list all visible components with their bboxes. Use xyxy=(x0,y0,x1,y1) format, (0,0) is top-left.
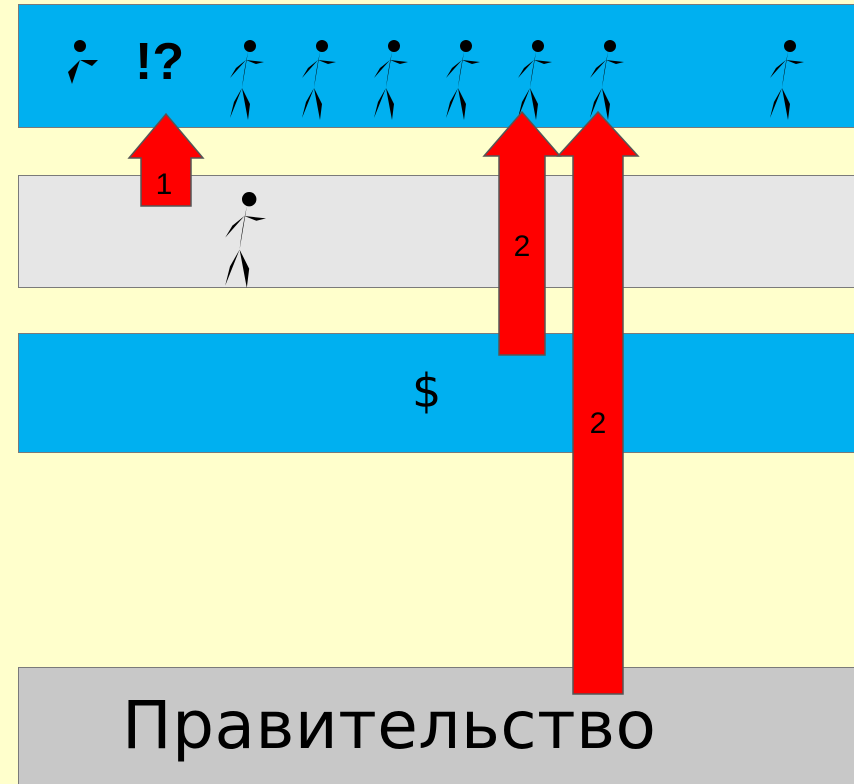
government-label: Правительство xyxy=(122,687,657,764)
government-band xyxy=(18,667,854,784)
walking-person-icon xyxy=(302,40,336,120)
arrow-2b-label: 2 xyxy=(590,407,607,440)
arrow-2b: 2 xyxy=(556,110,640,695)
arrow-2a: 2 xyxy=(482,110,562,356)
arrow-1: 1 xyxy=(127,112,205,207)
arrow-1-label: 1 xyxy=(156,168,173,201)
money-symbol: $ xyxy=(412,364,442,418)
walking-person-icon xyxy=(770,40,804,120)
walking-person-icon xyxy=(374,40,408,120)
money-band xyxy=(18,333,854,453)
walking-person-icon xyxy=(225,192,266,288)
walking-person-icon xyxy=(446,40,480,120)
walking-person-icon xyxy=(590,40,624,120)
arrow-2a-label: 2 xyxy=(514,230,531,263)
walking-person-icon xyxy=(518,40,552,120)
walking-person-icon xyxy=(230,40,264,120)
exclamation-mark: !? xyxy=(135,33,185,91)
population-band xyxy=(18,4,854,128)
startled-person-icon xyxy=(68,40,98,120)
